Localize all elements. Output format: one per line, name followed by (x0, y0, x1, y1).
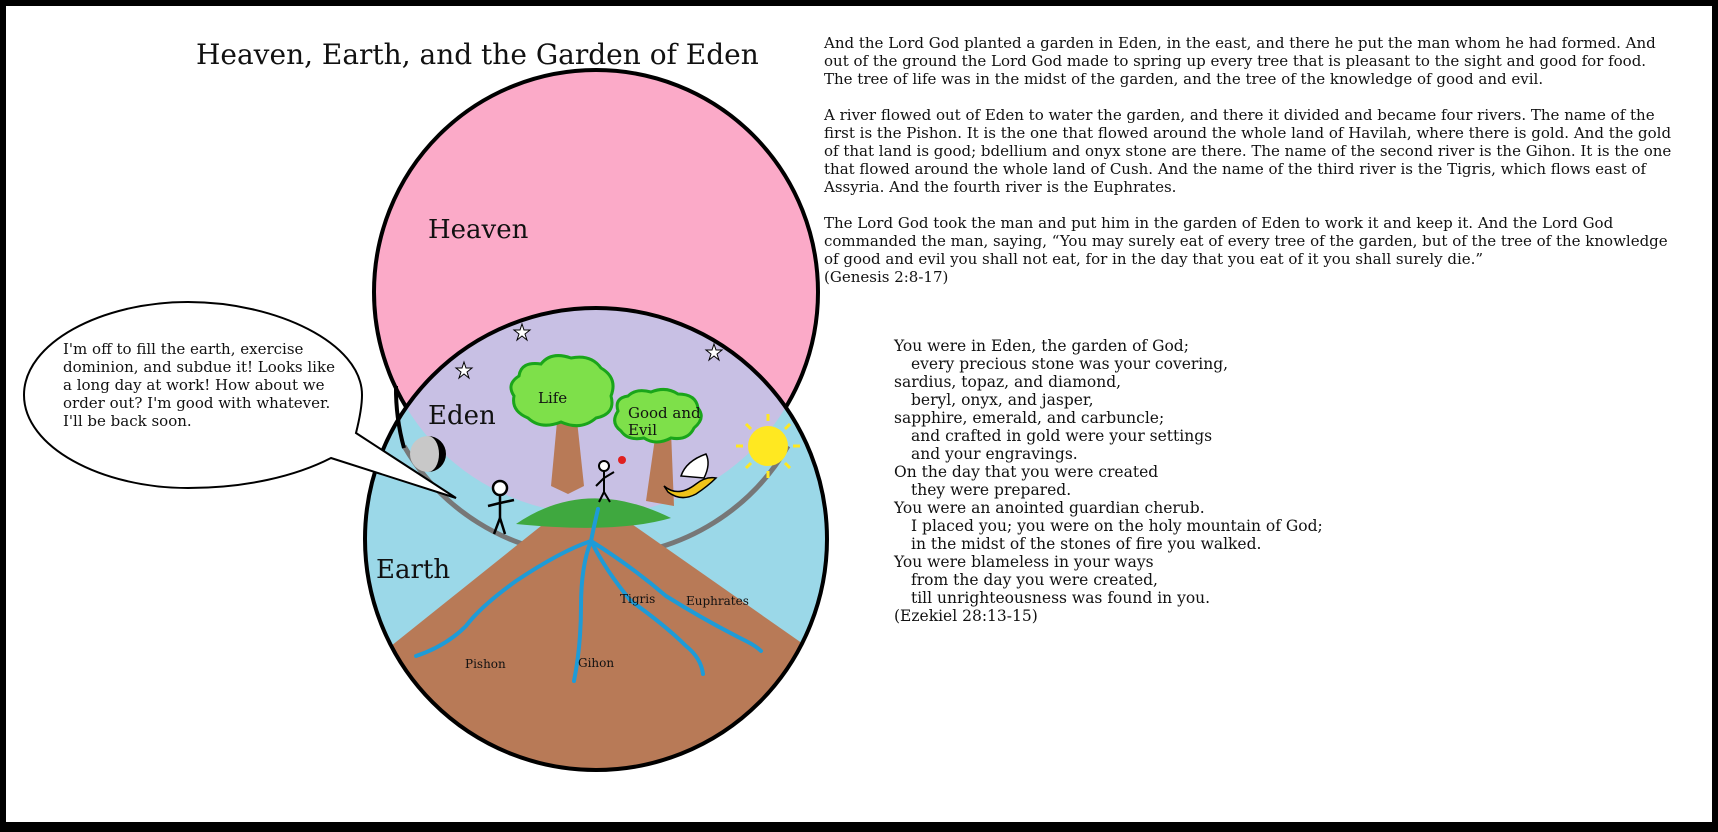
tree-of-life-label: Life (538, 389, 567, 407)
river-source (589, 507, 600, 543)
tigris-label: Tigris (620, 592, 655, 606)
ezekiel-line: You were in Eden, the garden of God; (894, 337, 1189, 355)
tree-of-life (509, 354, 615, 494)
eden-diagram: Heaven Eden Earth Life Good and Evil Pis… (22, 68, 829, 772)
genesis-reference: (Genesis 2:8-17) (824, 268, 949, 286)
speech-bubble-text: I'm off to fill the earth, exercise domi… (63, 340, 335, 430)
tree-of-knowledge-foliage (613, 387, 703, 444)
eden-label: Eden (428, 401, 496, 431)
tree-of-life-foliage (509, 354, 615, 428)
speech-bubble (22, 300, 457, 499)
river-gihon (572, 539, 593, 683)
ezekiel-line: they were prepared. (911, 481, 1072, 499)
earth-outline (363, 306, 829, 772)
serpent-body (663, 476, 718, 499)
ezekiel-line: every precious stone was your covering, (911, 355, 1229, 373)
mountain (366, 506, 826, 770)
ezekiel-reference: (Ezekiel 28:13-15) (894, 607, 1038, 625)
tree-of-knowledge-label-line2: Evil (628, 421, 657, 439)
ezekiel-line: and your engravings. (911, 445, 1078, 463)
ezekiel-line: from the day you were created, (911, 571, 1158, 589)
sun-disc (748, 426, 788, 466)
ezekiel-line: beryl, onyx, and jasper, (911, 391, 1094, 409)
star-icon (454, 360, 474, 380)
earth-label: Earth (376, 555, 450, 585)
page-title: Heaven, Earth, and the Garden of Eden (196, 38, 759, 71)
gihon-label: Gihon (578, 656, 614, 670)
ezekiel-line: and crafted in gold were your settings (911, 427, 1213, 445)
tree-of-knowledge-trunk (646, 431, 674, 506)
ezekiel-line: sapphire, emerald, and carbuncle; (894, 409, 1165, 427)
ezekiel-passage: You were in Eden, the garden of God; eve… (894, 337, 1414, 625)
river-tigris (589, 539, 705, 676)
ezekiel-line: On the day that you were created (894, 463, 1159, 481)
genesis-paragraph: The Lord God took the man and put him in… (824, 214, 1668, 268)
page: Heaven, Earth, and the Garden of Eden (6, 6, 1712, 822)
pishon-label: Pishon (465, 657, 506, 671)
fruit-icon (618, 456, 626, 464)
river-euphrates (589, 539, 763, 653)
moon-dark-side (410, 436, 446, 472)
ezekiel-line: sardius, topaz, and diamond, (894, 373, 1122, 391)
rivers (414, 507, 763, 683)
genesis-paragraph: And the Lord God planted a garden in Ede… (824, 34, 1656, 88)
river-pishon (414, 539, 593, 658)
eden-region (374, 308, 818, 514)
ezekiel-line: in the midst of the stones of fire you w… (911, 535, 1262, 553)
tree-of-knowledge-label-line1: Good and (628, 404, 701, 422)
ezekiel-line: till unrighteousness was found in you. (911, 589, 1211, 607)
green-hill (516, 498, 671, 528)
tree-of-knowledge (613, 387, 703, 506)
ezekiel-line: You were an anointed guardian cherub. (894, 499, 1205, 517)
sun-icon (736, 414, 800, 478)
genesis-paragraph: A river flowed out of Eden to water the … (824, 106, 1672, 196)
euphrates-label: Euphrates (686, 594, 749, 608)
stars (454, 322, 724, 380)
man-figure (487, 479, 515, 535)
star-icon (704, 342, 724, 362)
woman-figure (595, 460, 615, 503)
ezekiel-line: You were blameless in your ways (894, 553, 1154, 571)
ezekiel-line: I placed you; you were on the holy mount… (911, 517, 1323, 535)
winged-serpent-icon (663, 453, 718, 499)
heaven-label: Heaven (428, 215, 529, 245)
genesis-passage: And the Lord God planted a garden in Ede… (824, 34, 1676, 286)
wing (679, 453, 709, 479)
moon-crescent (428, 436, 446, 472)
moon-icon (410, 436, 446, 472)
star-icon (512, 322, 532, 342)
tree-of-life-trunk (551, 411, 584, 494)
